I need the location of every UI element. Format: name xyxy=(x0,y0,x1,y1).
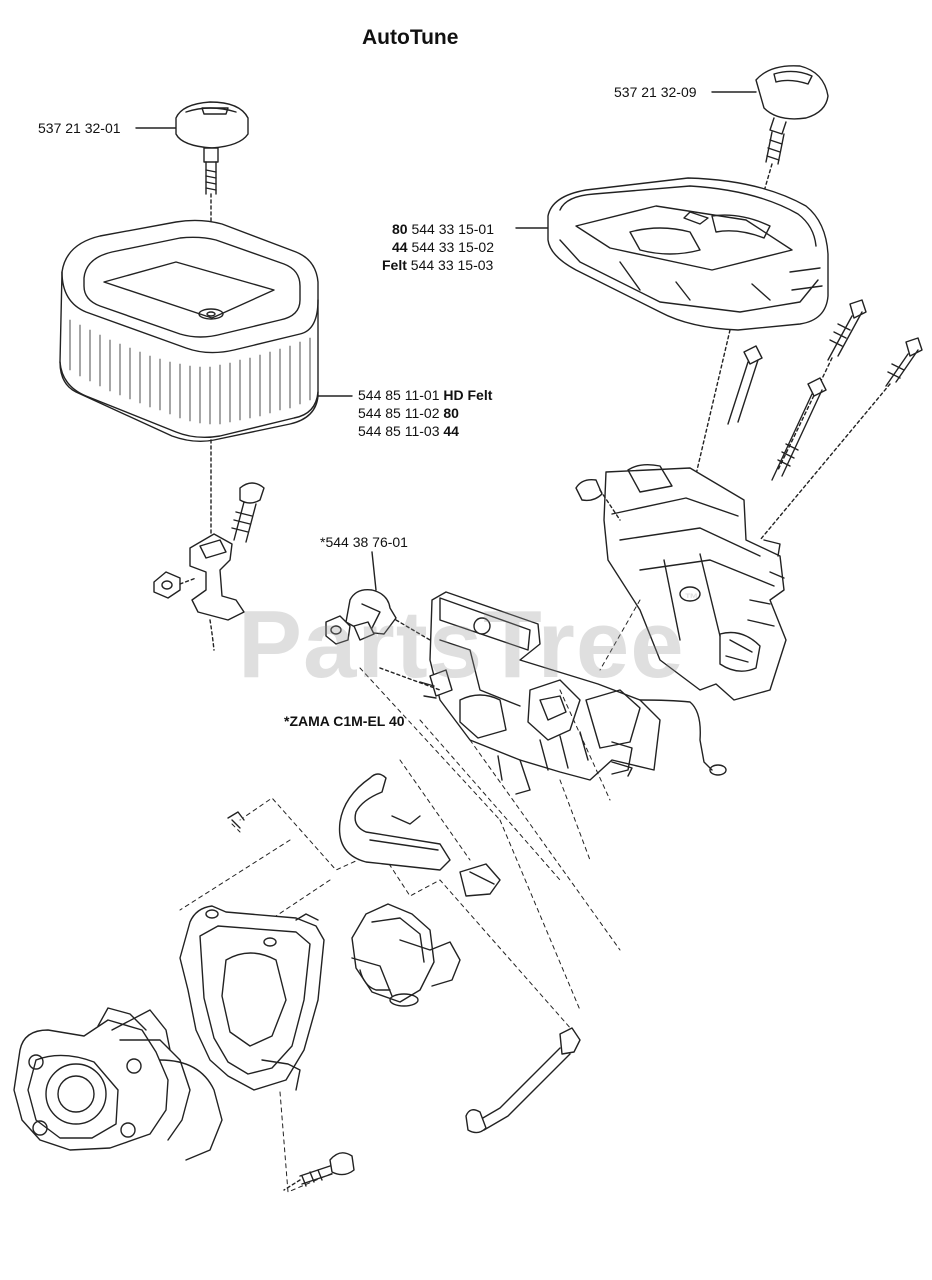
air-filter-part xyxy=(59,219,353,561)
intake-housing-part xyxy=(575,463,787,701)
long-bolts-part xyxy=(727,299,923,541)
label-knob-left: 537 21 32-01 xyxy=(38,120,121,136)
label-filter-44: 544 85 11-03 44 xyxy=(358,422,459,440)
watermark: PartsTree™ xyxy=(238,590,700,700)
watermark-trademark: ™ xyxy=(684,590,700,606)
filter-bracket-part xyxy=(153,482,265,651)
label-filter-hd-felt-part: 544 85 11-01 xyxy=(358,387,440,403)
label-cover-80-num: 80 xyxy=(392,221,408,237)
label-knob-right: 537 21 32-09 xyxy=(614,84,697,100)
label-filter-44-part: 544 85 11-03 xyxy=(358,423,440,439)
label-filter-hd-felt: 544 85 11-01 HD Felt xyxy=(358,386,492,404)
label-filter-80: 544 85 11-02 80 xyxy=(358,404,459,422)
label-cover-44: 44 544 33 15-02 xyxy=(392,238,494,256)
intake-boot-part xyxy=(351,903,461,1007)
clip-part xyxy=(325,551,431,645)
air-cover-part xyxy=(515,177,829,501)
label-filter-80-suffix: 80 xyxy=(443,405,459,421)
label-filter-hd-felt-suffix: HD Felt xyxy=(443,387,493,403)
vent-hose-part xyxy=(465,1027,581,1134)
watermark-text: PartsTree xyxy=(238,591,685,698)
label-cover-80-part: 544 33 15-01 xyxy=(411,221,494,237)
label-cover-felt-num: Felt xyxy=(382,257,407,273)
label-clip: *544 38 76-01 xyxy=(320,534,408,550)
carburetor-part xyxy=(379,591,727,795)
label-filter-44-suffix: 44 xyxy=(443,423,459,439)
page-title: AutoTune xyxy=(362,26,459,49)
knob-right-part xyxy=(711,65,829,213)
label-cover-felt: Felt 544 33 15-03 xyxy=(382,256,493,274)
label-cover-44-part: 544 33 15-02 xyxy=(411,239,494,255)
label-cover-felt-part: 544 33 15-03 xyxy=(410,257,494,273)
label-cover-44-num: 44 xyxy=(392,239,408,255)
label-cover-80: 80 544 33 15-01 xyxy=(392,220,494,238)
knob-left-part xyxy=(135,101,249,319)
cylinder-flange-part xyxy=(13,1007,223,1161)
label-carburetor: *ZAMA C1M-EL 40 xyxy=(284,713,405,729)
mount-bolt-part xyxy=(283,1152,355,1191)
intake-gasket-part xyxy=(179,905,325,1091)
label-filter-80-part: 544 85 11-02 xyxy=(358,405,440,421)
impulse-tube-part xyxy=(338,773,501,897)
